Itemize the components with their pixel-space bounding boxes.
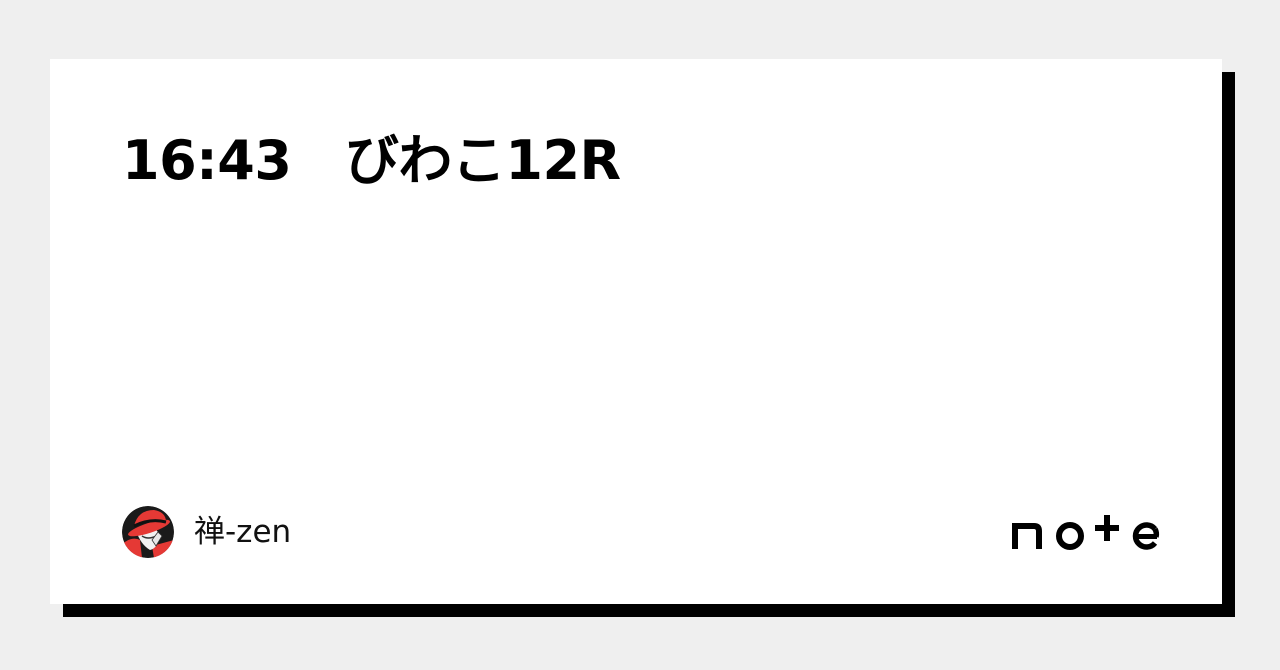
- article-title: 16:43 びわこ12R: [122, 129, 621, 192]
- note-logo-icon[interactable]: [1012, 513, 1168, 550]
- avatar[interactable]: [122, 506, 174, 558]
- avatar-red-hat-icon: [122, 506, 174, 558]
- author-info[interactable]: 禅-zen: [122, 506, 291, 558]
- article-card[interactable]: 16:43 びわこ12R 禅-zen: [50, 59, 1222, 604]
- author-name[interactable]: 禅-zen: [194, 513, 292, 550]
